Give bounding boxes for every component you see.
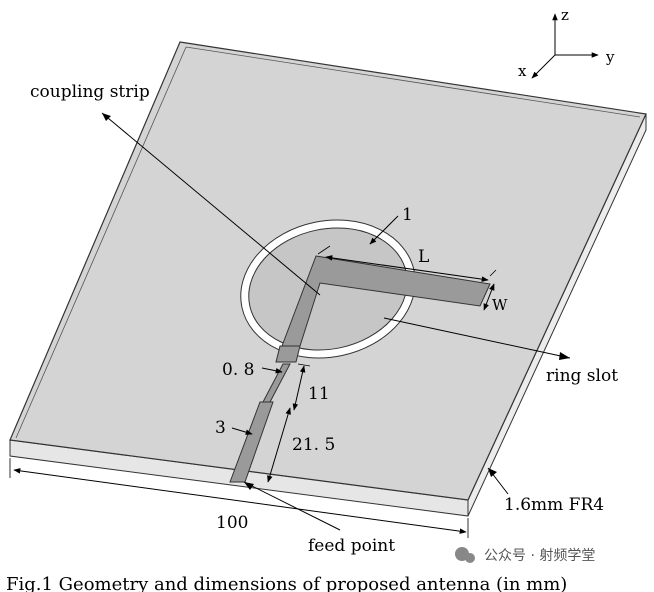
axis-y-label: y <box>605 48 615 66</box>
dim-100-line <box>13 468 467 534</box>
dim-21-5-label: 21. 5 <box>292 435 335 455</box>
dim-gap-label: 0. 8 <box>222 360 254 380</box>
ring-slot-label: ring slot <box>546 366 618 386</box>
dim-ring-width-label: 1 <box>402 205 413 225</box>
substrate-label: 1.6mm FR4 <box>504 495 604 515</box>
dim-11-label: 11 <box>308 384 330 404</box>
dim-100-label: 100 <box>216 513 248 533</box>
axis-x-label: x <box>518 62 527 80</box>
substrate-bevel <box>185 46 641 118</box>
dim-L-line <box>325 255 489 282</box>
strip-lower-stub <box>275 345 301 363</box>
feed-point-label: feed point <box>308 536 395 556</box>
dim-11-line <box>292 365 306 411</box>
coupling-strip-leader <box>101 112 321 296</box>
figure-caption: Fig.1 Geometry and dimensions of propose… <box>6 574 567 592</box>
axes-indicator: z y x <box>518 6 615 80</box>
axis-z-label: z <box>561 6 569 24</box>
watermark-text: 公众号 · 射频学堂 <box>484 548 595 564</box>
dim-W-label: W <box>492 296 508 314</box>
dim-3-label: 3 <box>215 418 226 438</box>
ring-slot-leader <box>383 317 571 359</box>
dim-W-line <box>483 283 495 311</box>
watermark: 公众号 · 射频学堂 <box>455 547 595 564</box>
coupling-strip-label: coupling strip <box>30 82 150 102</box>
feed-point-leader <box>243 481 341 531</box>
dim-L-label: L <box>418 247 429 267</box>
